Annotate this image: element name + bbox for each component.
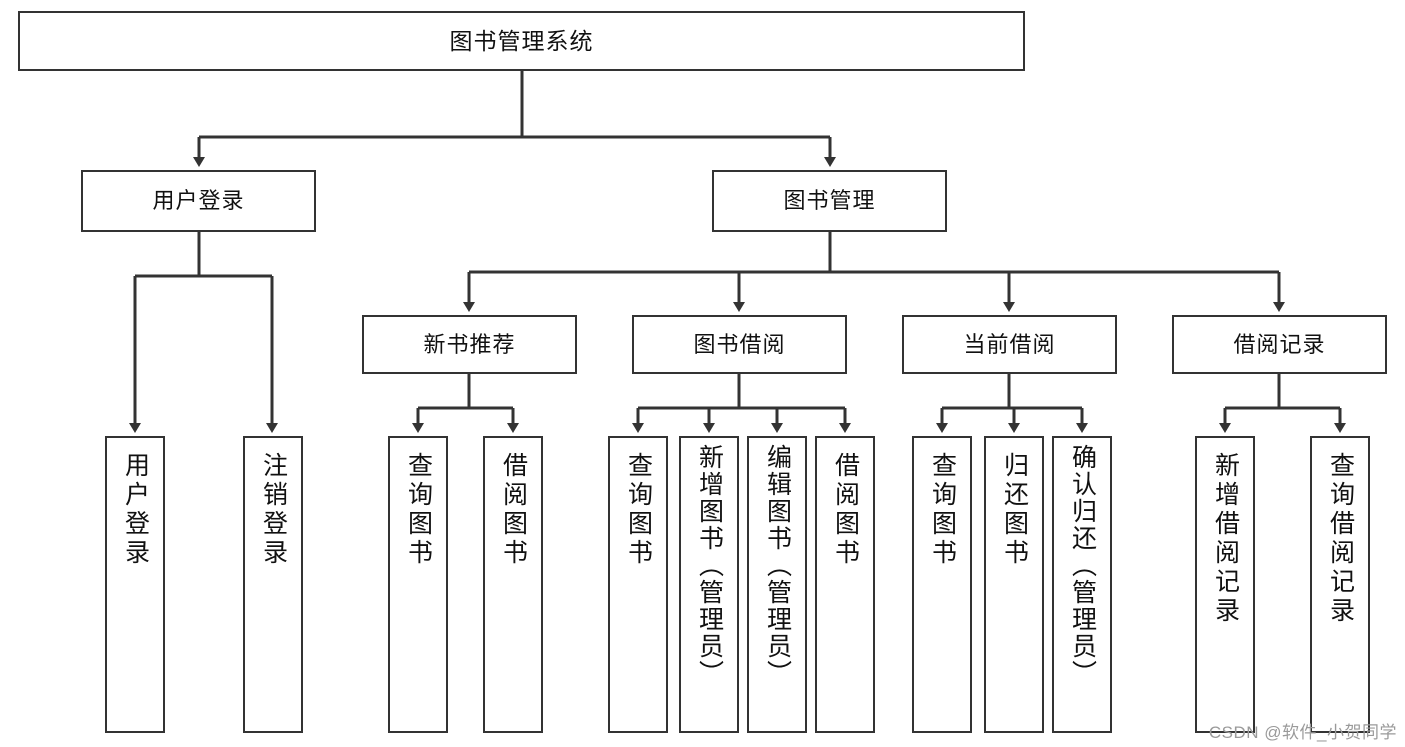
node-new-book-rec[interactable]: 新书推荐 xyxy=(362,315,577,374)
node-book-borrow-label: 图书借阅 xyxy=(693,331,786,357)
node-leaf-add-book[interactable]: 新增图书（管理员） xyxy=(679,436,739,733)
node-leaf-query-book-cur[interactable]: 查询图书 xyxy=(912,436,972,733)
node-leaf-borrow-book-rec-label: 借阅图书 xyxy=(499,452,528,568)
node-current-borrow-label: 当前借阅 xyxy=(963,331,1056,357)
node-leaf-query-record[interactable]: 查询借阅记录 xyxy=(1310,436,1370,733)
node-leaf-query-record-label: 查询借阅记录 xyxy=(1326,452,1355,626)
node-leaf-return-book-label: 归还图书 xyxy=(1000,452,1029,568)
node-book-manage[interactable]: 图书管理 xyxy=(712,170,947,232)
node-leaf-add-record[interactable]: 新增借阅记录 xyxy=(1195,436,1255,733)
node-leaf-borrow-book[interactable]: 借阅图书 xyxy=(815,436,875,733)
node-leaf-user-login-label: 用户登录 xyxy=(121,452,150,568)
node-leaf-confirm-return[interactable]: 确认归还（管理员） xyxy=(1052,436,1112,733)
node-leaf-query-book-rec-label: 查询图书 xyxy=(404,452,433,568)
node-leaf-borrow-book-rec[interactable]: 借阅图书 xyxy=(483,436,543,733)
node-book-manage-label: 图书管理 xyxy=(783,188,876,213)
node-user-login-label: 用户登录 xyxy=(152,188,245,213)
node-leaf-confirm-return-label: 确认归还（管理员） xyxy=(1068,444,1097,687)
node-leaf-query-book-label: 查询图书 xyxy=(624,452,653,568)
node-leaf-query-book-cur-label: 查询图书 xyxy=(928,452,957,568)
node-leaf-edit-book[interactable]: 编辑图书（管理员） xyxy=(747,436,807,733)
node-leaf-return-book[interactable]: 归还图书 xyxy=(984,436,1044,733)
node-current-borrow[interactable]: 当前借阅 xyxy=(902,315,1117,374)
node-new-book-rec-label: 新书推荐 xyxy=(423,331,516,357)
node-leaf-query-book[interactable]: 查询图书 xyxy=(608,436,668,733)
node-root[interactable]: 图书管理系统 xyxy=(18,11,1025,71)
node-user-login[interactable]: 用户登录 xyxy=(81,170,316,232)
node-leaf-logout[interactable]: 注销登录 xyxy=(243,436,303,733)
node-borrow-record[interactable]: 借阅记录 xyxy=(1172,315,1387,374)
node-leaf-query-book-rec[interactable]: 查询图书 xyxy=(388,436,448,733)
node-leaf-borrow-book-label: 借阅图书 xyxy=(831,452,860,568)
node-borrow-record-label: 借阅记录 xyxy=(1233,331,1326,357)
csdn-watermark: CSDN @软件_小贺同学 xyxy=(1208,723,1397,742)
node-book-borrow[interactable]: 图书借阅 xyxy=(632,315,847,374)
node-root-label: 图书管理系统 xyxy=(449,27,594,54)
node-leaf-user-login[interactable]: 用户登录 xyxy=(105,436,165,733)
node-leaf-logout-label: 注销登录 xyxy=(259,452,288,568)
node-leaf-add-book-label: 新增图书（管理员） xyxy=(695,444,724,687)
node-leaf-add-record-label: 新增借阅记录 xyxy=(1211,452,1240,626)
node-leaf-edit-book-label: 编辑图书（管理员） xyxy=(763,444,792,687)
